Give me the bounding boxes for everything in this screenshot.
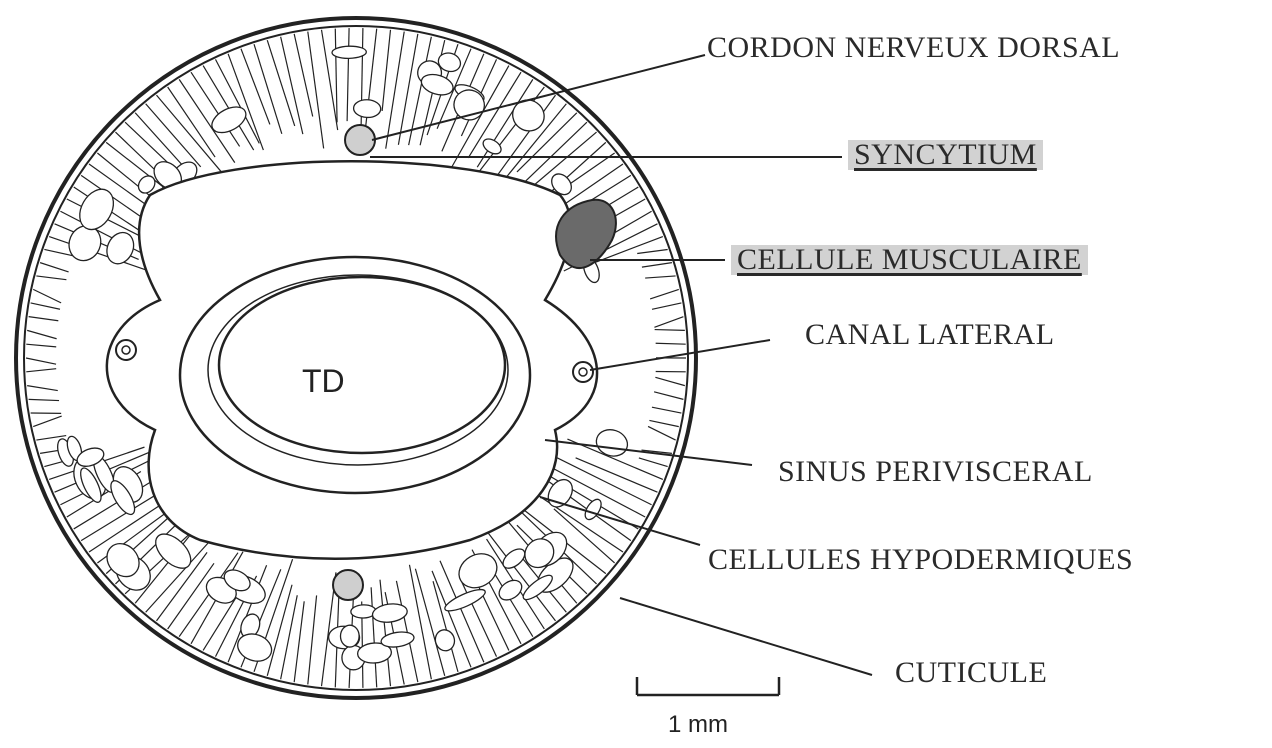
hypodermal-fiber: [31, 303, 60, 309]
scale-bar-label: 1 mm: [668, 713, 728, 737]
hypodermal-fiber: [29, 399, 59, 400]
hypodermal-fiber: [33, 289, 61, 302]
hypodermal-fiber: [655, 330, 685, 331]
label-canal-lateral: CANAL LATERAL: [805, 320, 1055, 350]
hypodermal-fiber: [382, 30, 390, 111]
hypodermal-fiber: [26, 369, 56, 372]
hypodermal-fiber: [654, 317, 683, 328]
hypodermal-fiber: [308, 595, 317, 684]
hypodermal-cell: [453, 547, 503, 594]
hypodermal-fiber: [26, 344, 56, 347]
hypodermal-fiber: [294, 601, 304, 682]
hypodermal-fiber: [652, 303, 681, 309]
label-sinus-periviscera: SINUS PERIVISCERAL: [778, 457, 1093, 487]
hypodermal-cell: [593, 426, 631, 460]
hypodermal-cell: [500, 545, 529, 572]
lateral-canal-left: [116, 340, 136, 360]
hypodermal-fiber: [652, 407, 681, 413]
lateral-canal-right: [573, 362, 593, 382]
hypodermal-cell: [234, 630, 275, 666]
digestive-tube-lumen: [219, 277, 505, 453]
hypodermal-fiber: [645, 276, 675, 278]
syncytium-ventral: [333, 570, 363, 600]
digestive-tube-label: TD: [302, 365, 345, 397]
hypodermal-fiber: [146, 104, 201, 167]
label-cuticule: CUTICULE: [895, 658, 1047, 688]
hypodermal-cell: [340, 625, 359, 647]
hypodermal-fiber: [637, 249, 667, 253]
label-syncytium: SYNCYTIUM: [848, 140, 1043, 170]
hypodermal-fiber: [654, 392, 683, 400]
hypodermal-fiber: [365, 29, 377, 136]
hypodermal-fiber: [281, 37, 303, 134]
hypodermal-fiber: [33, 416, 61, 427]
hypodermal-cell: [371, 602, 408, 624]
hypodermal-fiber: [361, 28, 363, 140]
hypodermal-fiber: [655, 377, 684, 385]
hypodermal-fiber: [415, 569, 444, 676]
label-cellules-hypodermiques: CELLULES HYPODERMIQUES: [708, 545, 1133, 575]
hypodermal-fiber: [656, 343, 686, 344]
hypodermal-fiber: [649, 420, 678, 426]
hypodermal-fiber: [308, 32, 324, 149]
hypodermal-fiber: [27, 330, 56, 338]
hypodermal-fiber: [40, 263, 69, 272]
scale-bar: [637, 677, 779, 695]
hypodermal-cell: [433, 627, 457, 653]
hypodermal-fiber: [380, 580, 391, 686]
hypodermal-cell: [495, 576, 525, 604]
hypodermal-fiber: [639, 458, 668, 467]
hypodermal-cell: [480, 136, 503, 157]
hypodermal-fiber: [347, 28, 349, 121]
hypodermal-fiber: [27, 386, 58, 391]
hypodermal-fiber: [281, 595, 298, 679]
hypodermal-fiber: [371, 587, 377, 687]
hypodermal-fiber: [29, 317, 59, 321]
syncytium-dorsal: [345, 125, 375, 155]
hypodermal-fiber: [409, 565, 431, 679]
hypodermal-fiber: [648, 426, 676, 440]
hypodermal-cell: [102, 228, 139, 268]
hypodermal-fiber: [335, 29, 337, 123]
hypodermal-fiber: [26, 358, 56, 364]
hypodermal-fiber: [642, 263, 672, 268]
hypodermal-cell: [332, 46, 367, 59]
hypodermal-fiber: [36, 276, 66, 280]
leader-cuticule: [620, 598, 872, 675]
hypodermal-cell: [353, 99, 381, 118]
label-cordon-nerveux-dorsal: CORDON NERVEUX DORSAL: [707, 33, 1120, 63]
label-cellule-musculaire: CELLULE MUSCULAIRE: [731, 245, 1088, 275]
hypodermal-fiber: [650, 289, 679, 299]
